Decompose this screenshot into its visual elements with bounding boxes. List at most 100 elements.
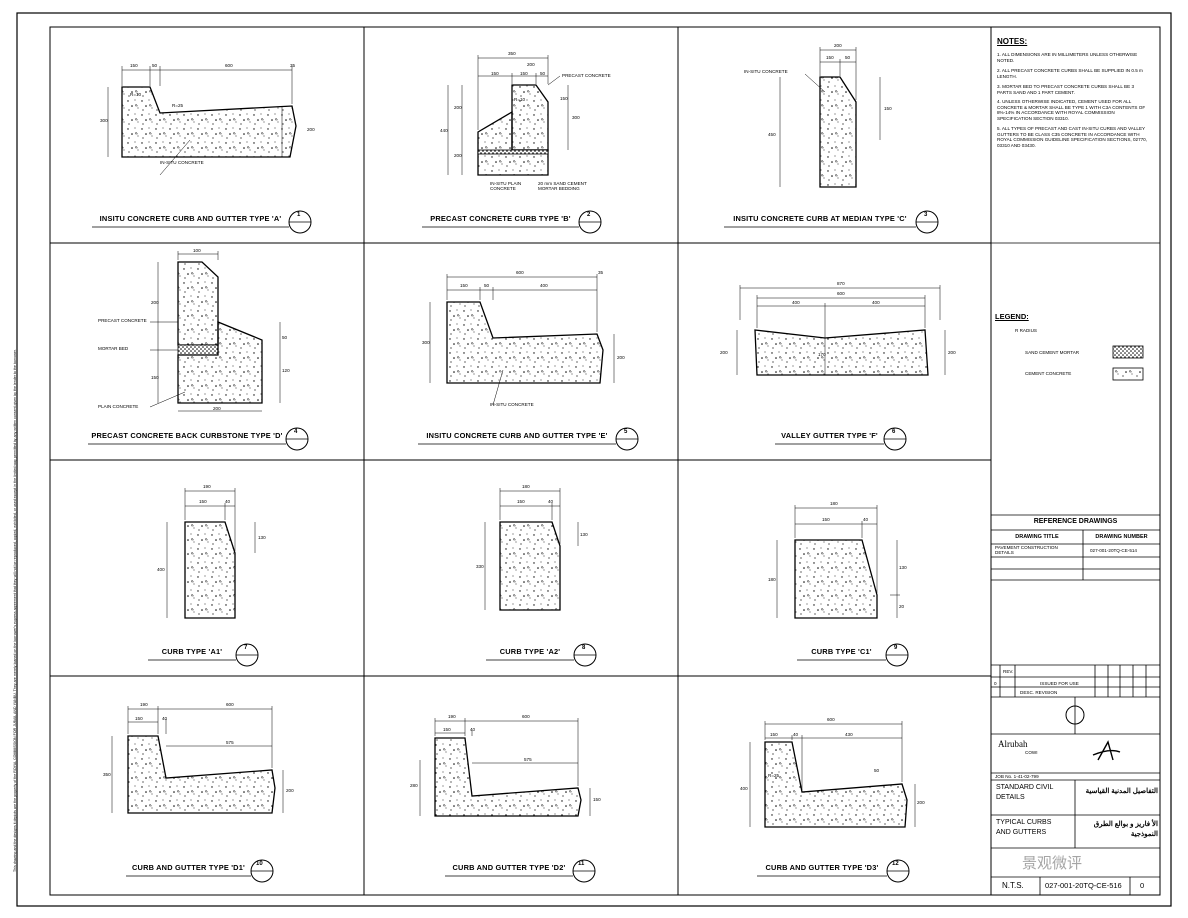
dim: 300 <box>422 340 430 345</box>
dim: 150 <box>560 96 568 101</box>
note-item: 2. ALL PRECAST CONCRETE CURBS SHALL BE S… <box>997 68 1143 79</box>
drawing-title-en-1: STANDARD CIVIL DETAILS <box>996 784 1054 801</box>
drawing-title-ar-2: الأ فاريز و بوالع الطرق النموذجية <box>1093 821 1158 838</box>
dim: R=25 <box>172 103 184 108</box>
dim: 190 <box>203 484 211 489</box>
dim: 150 <box>443 727 451 732</box>
dim: 170 <box>818 352 826 357</box>
dim: 200 <box>307 127 315 132</box>
panel-4-title: PRECAST CONCRETE BACK CURBSTONE TYPE 'D' <box>91 431 283 440</box>
panel-11-number: 11 <box>578 861 585 867</box>
panel-3-number: 3 <box>924 212 928 218</box>
panel-3-title: INSITU CONCRETE CURB AT MEDIAN TYPE 'C' <box>733 214 907 223</box>
dim: 150 <box>130 63 138 68</box>
dim: 600 <box>516 270 524 275</box>
dim: 150 <box>520 71 528 76</box>
dim: 200 <box>948 350 956 355</box>
dim: 180 <box>768 577 776 582</box>
panel-2-number: 2 <box>587 212 591 218</box>
watermark: 景观微评 <box>1022 855 1083 872</box>
revision-header: REV. <box>1003 669 1014 674</box>
panel-9-number: 9 <box>894 645 898 651</box>
drawing-scale: N.T.S. <box>1002 881 1024 890</box>
dim: 50 <box>484 283 490 288</box>
legend-title: LEGEND: <box>995 312 1029 321</box>
dim: 200 <box>917 800 925 805</box>
callout: IN-SITU CONCRETE <box>744 69 788 74</box>
dim: 400 <box>157 567 165 572</box>
panel-6-number: 6 <box>892 429 896 435</box>
dim: 870 <box>837 281 845 286</box>
dim: 150 <box>826 55 834 60</box>
company-name-2: COWI <box>1025 750 1038 755</box>
dim: R=25 <box>768 773 780 778</box>
dim: 430 <box>845 732 853 737</box>
dim: 200 <box>286 788 294 793</box>
panel-11-title: CURB AND GUTTER TYPE 'D2' <box>452 863 566 872</box>
dim: 150 <box>593 797 601 802</box>
legend-radius: R RADIUS <box>1015 328 1037 333</box>
dim: 440 <box>440 128 448 133</box>
dim: 600 <box>522 714 530 719</box>
dim: 400 <box>740 786 748 791</box>
panel-10-title: CURB AND GUTTER TYPE 'D1' <box>132 863 245 872</box>
dim: 450 <box>768 132 776 137</box>
dim: 150 <box>460 283 468 288</box>
callout: IN-SITU PLAIN CONCRETE <box>490 181 522 191</box>
drawing-revision: 0 <box>1140 881 1145 890</box>
dim: 35 <box>290 63 296 68</box>
dim: 400 <box>792 300 800 305</box>
dim: 180 <box>830 501 838 506</box>
callout: PRECAST CONCRETE <box>98 318 147 323</box>
dim: 35 <box>598 270 604 275</box>
dim: 280 <box>410 783 418 788</box>
note-item: 4. UNLESS OTHERWISE INDICATED, CEMENT US… <box>997 99 1146 121</box>
panel-12-number: 12 <box>892 861 899 867</box>
dim: 600 <box>226 702 234 707</box>
side-disclaimer: This drawing and the designs it depicts … <box>13 349 17 872</box>
panel-5-title: INSITU CONCRETE CURB AND GUTTER TYPE 'E' <box>426 431 608 440</box>
panel-8-title: CURB TYPE 'A2' <box>499 647 561 656</box>
dim: 180 <box>522 484 530 489</box>
dim: 150 <box>884 106 892 111</box>
panel-1-title: INSITU CONCRETE CURB AND GUTTER TYPE 'A' <box>99 214 282 223</box>
dim: 50 <box>874 768 880 773</box>
dim: 200 <box>527 62 535 67</box>
reference-col-number: DRAWING NUMBER <box>1095 534 1148 540</box>
callout: MORTAR BED <box>98 346 129 351</box>
job-number: JOB No. 1-41-02-799 <box>995 774 1039 779</box>
dim: 600 <box>827 717 835 722</box>
dim: 150 <box>770 732 778 737</box>
dim: 150 <box>199 499 207 504</box>
dim: 150 <box>822 517 830 522</box>
panel-7-number: 7 <box>244 645 248 651</box>
dim: 100 <box>193 248 201 253</box>
commission-seal-icon <box>1065 705 1085 725</box>
dim: 300 <box>100 118 108 123</box>
callout: IN-SITU CONCRETE <box>160 160 204 165</box>
dim: 40 <box>225 499 231 504</box>
callout: PLAIN CONCRETE <box>98 404 139 409</box>
drawing-title-en-2: TYPICAL CURBS AND GUTTERS <box>996 819 1052 836</box>
dim: 150 <box>491 71 499 76</box>
callout: 20 mm SAND CEMENT MORTAR BEDDING <box>538 181 587 191</box>
panel-12-title: CURB AND GUTTER TYPE 'D3' <box>765 863 879 872</box>
reference-row-number: 027-001-20TQ-CE-514 <box>1090 548 1137 553</box>
dim: 190 <box>448 714 456 719</box>
callout: IN-SITU CONCRETE <box>490 402 534 407</box>
dim: 40 <box>863 517 869 522</box>
dim: 200 <box>454 105 462 110</box>
dim: 575 <box>524 757 532 762</box>
drawing-number: 027-001-20TQ-CE-516 <box>1045 881 1122 890</box>
dim: 40 <box>470 727 476 732</box>
dim: 200 <box>617 355 625 360</box>
dim: 150 <box>517 499 525 504</box>
panel-5-number: 5 <box>624 429 628 435</box>
dim: 50 <box>282 335 288 340</box>
dim: 200 <box>834 43 842 48</box>
dim: 150 <box>135 716 143 721</box>
dim: 400 <box>540 283 548 288</box>
revision-number: 0 <box>994 681 997 686</box>
dim: 330 <box>476 564 484 569</box>
